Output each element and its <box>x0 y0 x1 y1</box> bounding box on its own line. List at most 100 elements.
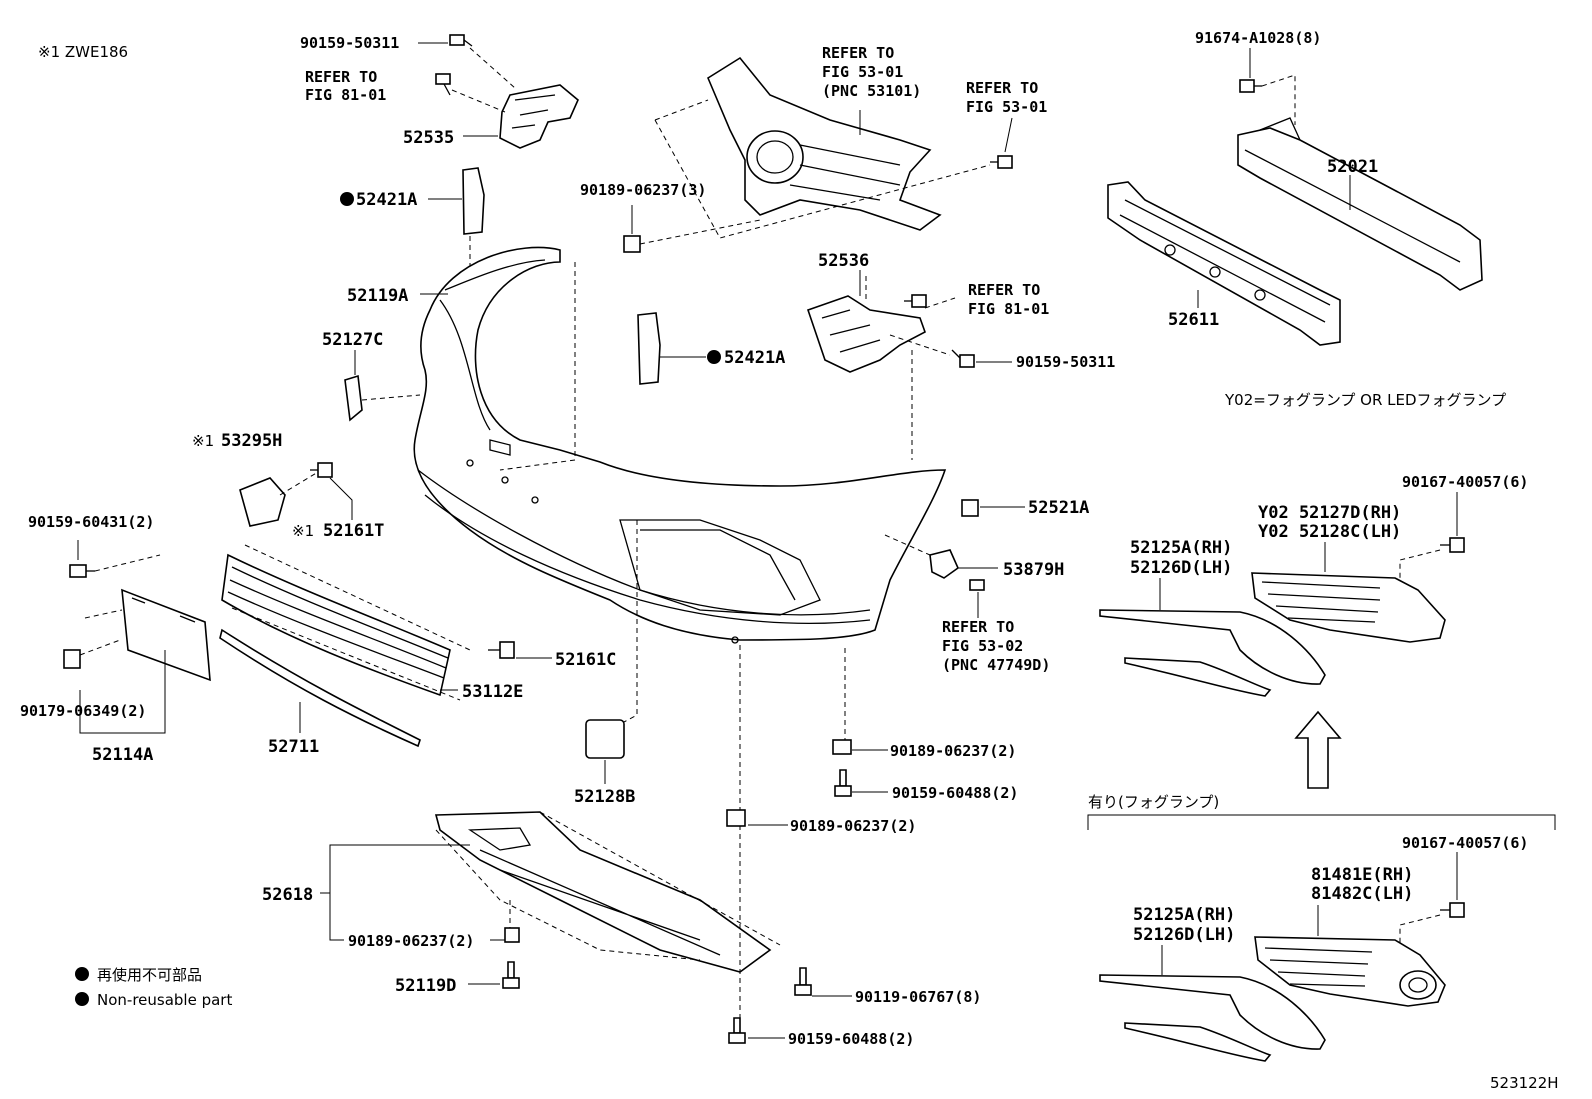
fog-section-bracket <box>1087 814 1556 830</box>
label-53295H-prefix: ※1 <box>192 432 214 450</box>
radiator-grille-ref <box>706 56 942 231</box>
legend-dot-en <box>75 992 89 1006</box>
label-52536: 52536 <box>818 251 869 271</box>
label-52125A-b: 52125A(RH) <box>1133 905 1235 925</box>
cap-52127C <box>344 374 363 422</box>
label-52421A-a: 52421A <box>356 190 417 210</box>
label-90189-06237-c: 90189-06237(2) <box>348 932 474 950</box>
label-refer-53-02-3: (PNC 47749D) <box>942 656 1050 674</box>
bolt-90159-60488-b <box>728 1017 746 1044</box>
label-refer-81-b-1: REFER TO <box>968 281 1040 299</box>
label-90159-60488-a: 90159-60488(2) <box>892 784 1018 802</box>
label-90189-06237-a: 90189-06237(2) <box>890 742 1016 760</box>
fog-note: Y02=フォグランプ OR LEDフォグランプ <box>1224 391 1506 409</box>
legend-dot-jp <box>75 967 89 981</box>
cap-52128B <box>585 719 625 759</box>
label-52119A: 52119A <box>347 286 408 306</box>
label-refer-53-02-2: FIG 53-02 <box>942 637 1023 655</box>
label-refer-53-02-1: REFER TO <box>942 618 1014 636</box>
label-52114A: 52114A <box>92 745 153 765</box>
label-refer-53-b-1: REFER TO <box>966 79 1038 97</box>
label-53879H: 53879H <box>1003 560 1064 580</box>
label-52127D: Y02 52127D(RH) <box>1258 503 1401 523</box>
label-refer-53-a-1: REFER TO <box>822 44 894 62</box>
label-refer-81-a-2: FIG 81-01 <box>305 86 386 104</box>
bolt-90159-50311-b <box>951 349 975 368</box>
label-52711: 52711 <box>268 737 319 757</box>
bolt-91674-A1028 <box>1239 79 1262 93</box>
clip-52161T <box>310 462 333 478</box>
label-90159-60431: 90159-60431(2) <box>28 513 154 531</box>
molding-52711 <box>219 628 421 748</box>
reinforcement-52021 <box>1237 117 1483 291</box>
model-note: ※1 ZWE186 <box>38 43 128 61</box>
clip-52521A <box>961 499 979 517</box>
license-bracket-52114A <box>121 588 211 682</box>
bracket-53295H <box>239 477 286 527</box>
label-refer-53-a-3: (PNC 53101) <box>822 82 921 100</box>
illustration-code: 523122H <box>1490 1074 1559 1092</box>
bolt-90159-60431 <box>69 564 95 578</box>
non-reusable-dot-b <box>707 350 721 364</box>
label-52421A-b: 52421A <box>724 348 785 368</box>
label-52127C: 52127C <box>322 330 383 350</box>
label-52119D: 52119D <box>395 976 456 996</box>
clip-90189-06237-b <box>726 809 746 827</box>
bolt-90159-60488-a <box>834 769 852 797</box>
label-90189-06237-b: 90189-06237(2) <box>790 817 916 835</box>
label-90167-40057-b: 90167-40057(6) <box>1402 834 1528 852</box>
arrow-up-icon <box>1294 710 1342 789</box>
bolt-refer-53-b <box>990 155 1013 169</box>
clip-52161C <box>488 641 515 659</box>
screw-90167-40057-b <box>1440 902 1465 918</box>
undercover-52618 <box>434 811 772 973</box>
clip-90189-06237-c <box>504 927 520 943</box>
garnish-52125A-b <box>1099 974 1326 1062</box>
label-90159-60488-b: 90159-60488(2) <box>788 1030 914 1048</box>
label-refer-81-b-2: FIG 81-01 <box>968 300 1049 318</box>
label-refer-81-a-1: REFER TO <box>305 68 377 86</box>
label-90119-06767: 90119-06767(8) <box>855 988 981 1006</box>
label-52161T: 52161T <box>323 521 384 541</box>
screw-52119D <box>502 961 520 989</box>
label-90159-50311-b: 90159-50311 <box>1016 353 1115 371</box>
lower-grille-53112E <box>221 553 451 697</box>
label-52126D-b: 52126D(LH) <box>1133 925 1235 945</box>
absorber-52611 <box>1107 181 1341 346</box>
label-52128B: 52128B <box>574 787 635 807</box>
label-90167-40057-a: 90167-40057(6) <box>1402 473 1528 491</box>
label-52611: 52611 <box>1168 310 1219 330</box>
bracket-52535 <box>499 84 579 149</box>
bolt-refer-81-b <box>904 294 927 308</box>
legend-jp: 再使用不可部品 <box>97 966 202 984</box>
label-90189-06237-3: 90189-06237(3) <box>580 181 706 199</box>
fog-cover-52127D <box>1251 572 1446 643</box>
label-52521A: 52521A <box>1028 498 1089 518</box>
label-refer-53-a-2: FIG 53-01 <box>822 63 903 81</box>
label-91674-A1028: 91674-A1028(8) <box>1195 29 1321 47</box>
label-52126D-a: 52126D(LH) <box>1130 558 1232 578</box>
label-52021: 52021 <box>1327 157 1378 177</box>
legend-en: Non-reusable part <box>97 991 232 1009</box>
screw-90167-40057-a <box>1440 537 1465 553</box>
seal-52421A-a <box>462 167 485 235</box>
label-81481E: 81481E(RH) <box>1311 865 1413 885</box>
retainer-53879H <box>929 549 985 591</box>
nut-90179-06349 <box>63 649 81 669</box>
label-52618: 52618 <box>262 885 313 905</box>
fog-section-title: 有り(フォグランプ) <box>1088 793 1219 811</box>
label-90179-06349: 90179-06349(2) <box>20 702 146 720</box>
label-52161C: 52161C <box>555 650 616 670</box>
seal-52421A-b <box>637 312 661 385</box>
clip-90189-06237-a <box>832 739 852 755</box>
label-52535: 52535 <box>403 128 454 148</box>
clip-90189-06237-3 <box>623 235 641 253</box>
bolt-90159-50311-a <box>449 34 473 47</box>
label-52125A-a: 52125A(RH) <box>1130 538 1232 558</box>
label-53112E: 53112E <box>462 682 523 702</box>
fog-cover-81481E <box>1254 936 1446 1007</box>
bracket-52536 <box>806 295 926 373</box>
label-refer-53-b-2: FIG 53-01 <box>966 98 1047 116</box>
label-81482C: 81482C(LH) <box>1311 884 1413 904</box>
